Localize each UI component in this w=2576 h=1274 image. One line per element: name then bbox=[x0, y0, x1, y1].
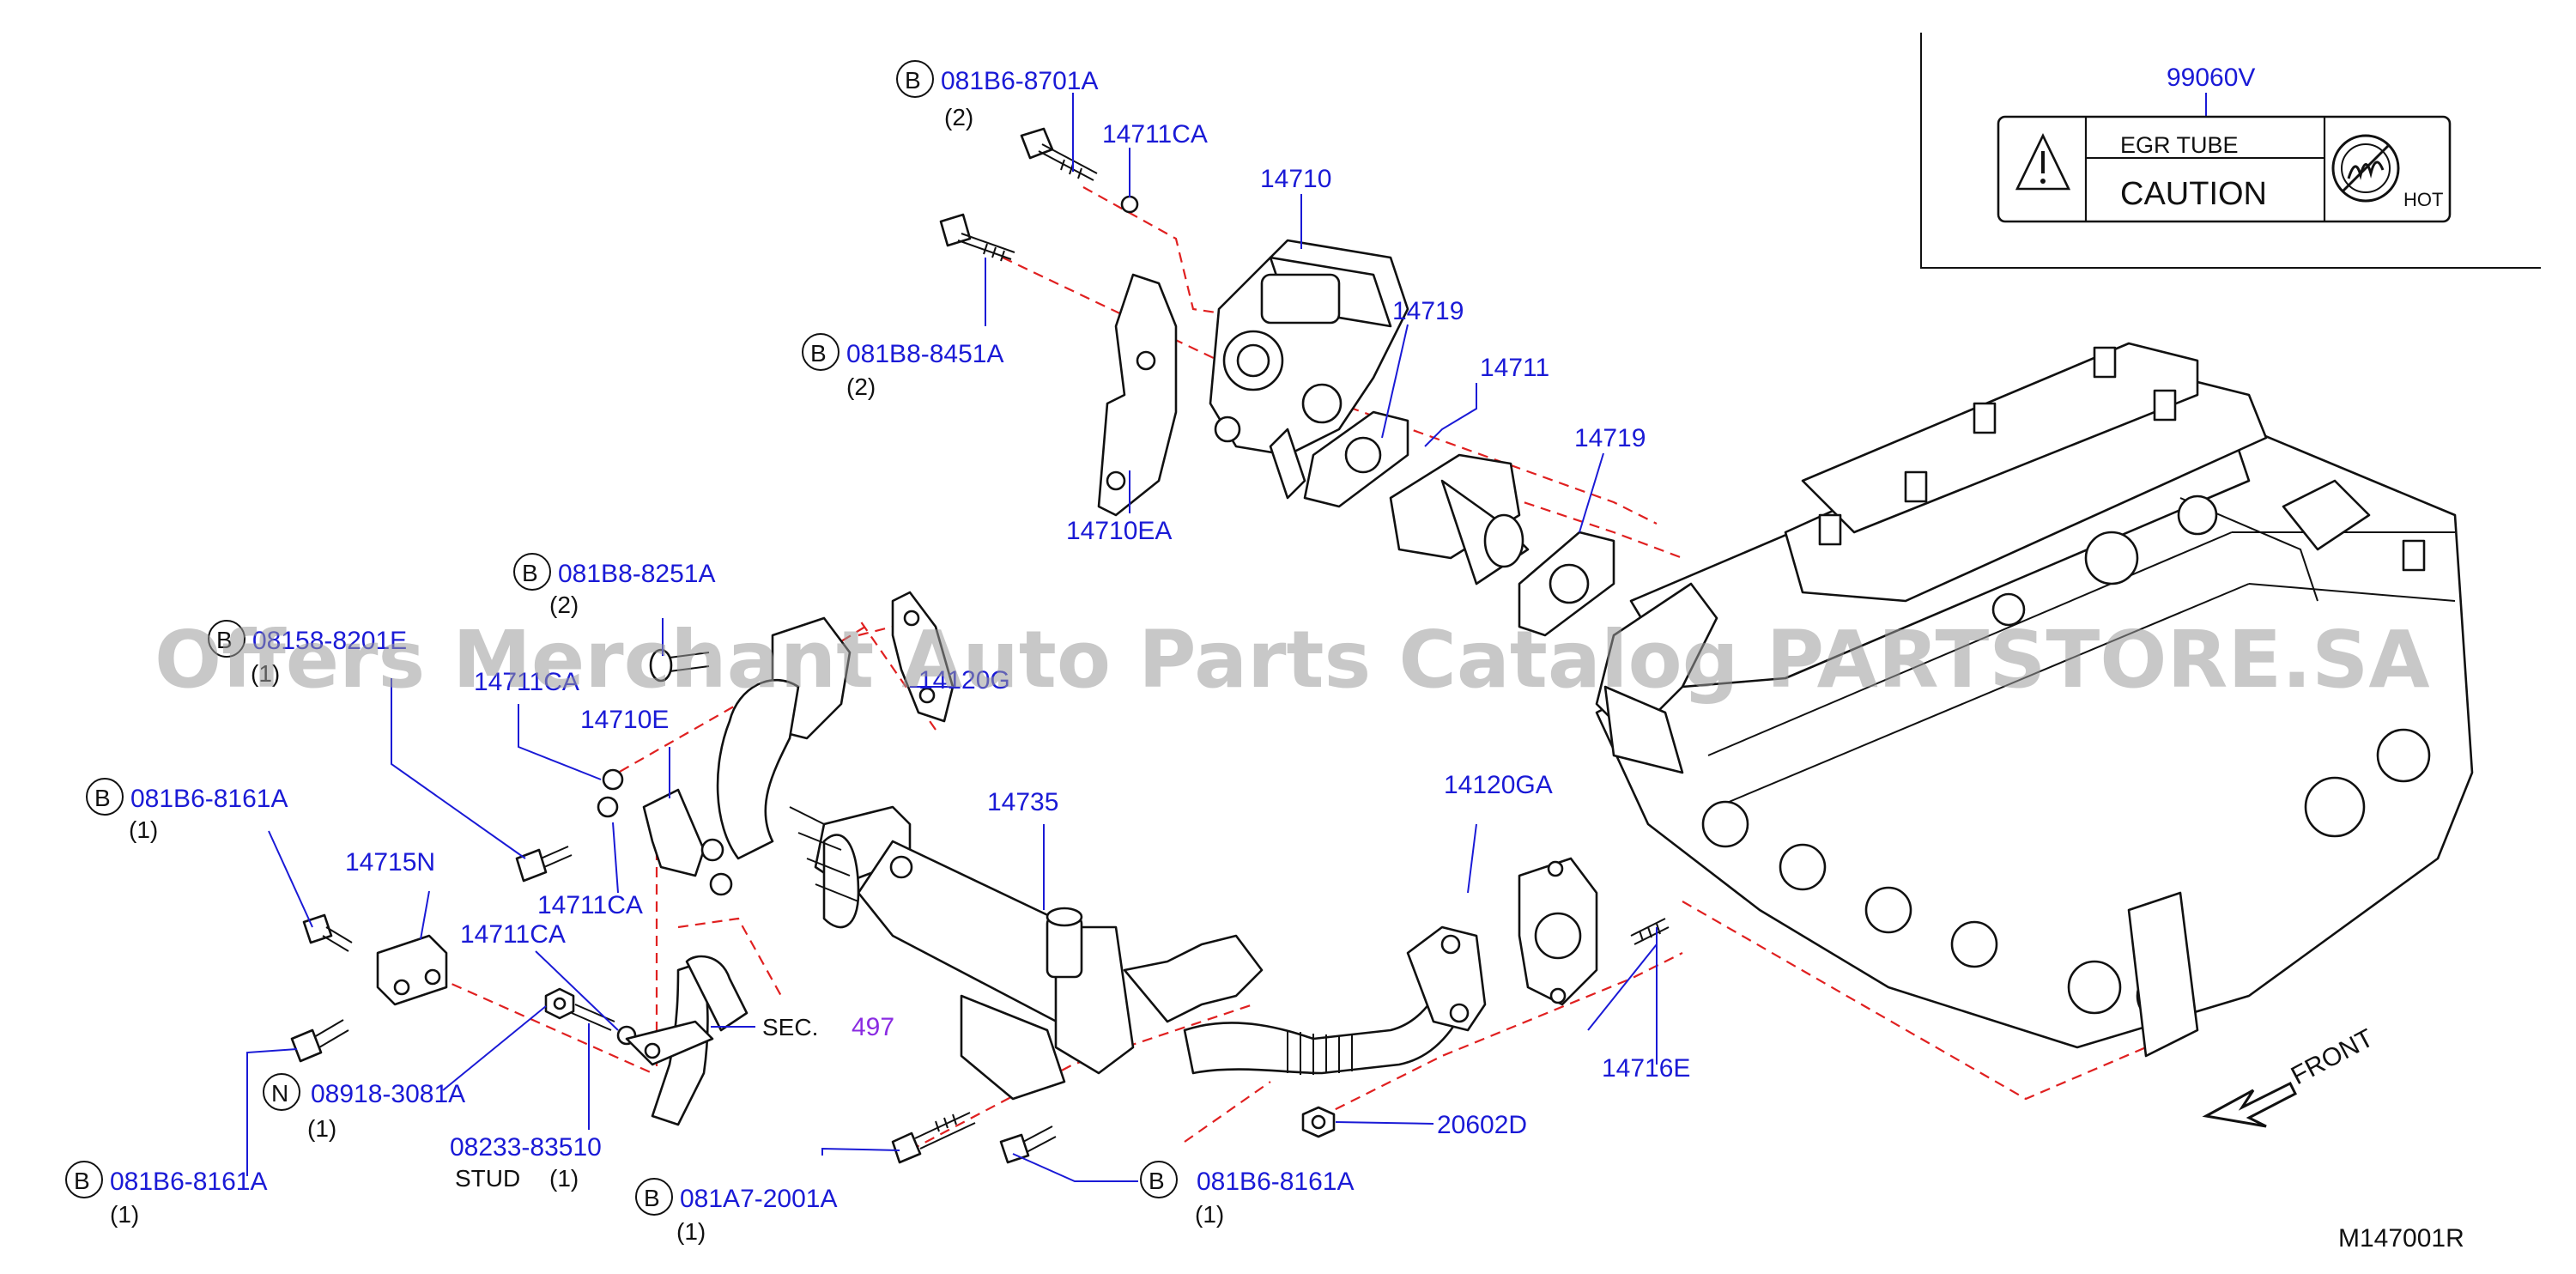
svg-text:497: 497 bbox=[852, 1013, 894, 1041]
bolt-081b8-8451a bbox=[939, 213, 1015, 262]
prefix-b: B bbox=[905, 67, 921, 94]
svg-text:B: B bbox=[1149, 1168, 1165, 1194]
label-line2: CAUTION bbox=[2120, 176, 2267, 212]
svg-text:B: B bbox=[522, 560, 538, 586]
svg-text:081B6-8161A: 081B6-8161A bbox=[130, 785, 288, 813]
part-14719-a[interactable]: 14719 bbox=[1392, 297, 1464, 325]
bolt-081a7-2001a bbox=[891, 1112, 976, 1164]
svg-text:08918-3081A: 08918-3081A bbox=[311, 1080, 465, 1108]
part-14711ca-top[interactable]: 14711CA bbox=[1102, 120, 1208, 149]
svg-text:(2): (2) bbox=[549, 592, 579, 618]
stud-08233-83510 bbox=[571, 1004, 615, 1031]
watermark: Offers Merchant Auto Parts Catalog PARTS… bbox=[155, 614, 2430, 706]
diagram-code: M147001R bbox=[2338, 1224, 2464, 1253]
svg-text:081B6-8161A: 081B6-8161A bbox=[1197, 1168, 1355, 1196]
svg-text:B: B bbox=[810, 340, 827, 367]
svg-text:081B6-8161A: 081B6-8161A bbox=[110, 1168, 268, 1196]
svg-text:(1): (1) bbox=[307, 1115, 336, 1142]
washer-14711ca-top bbox=[1120, 195, 1139, 214]
svg-text:08233-83510: 08233-83510 bbox=[450, 1133, 602, 1162]
svg-text:(1): (1) bbox=[129, 816, 158, 843]
label-line1: EGR TUBE bbox=[2120, 132, 2239, 158]
bolt-081b6-8161a-bottom-left bbox=[290, 1019, 349, 1063]
callout-081a7-2001a[interactable]: B 081A7-2001A (1) bbox=[635, 1178, 838, 1245]
svg-text:(1): (1) bbox=[1195, 1201, 1224, 1228]
caution-label-inset: 99060V EGR TUBE CAUTION HOT bbox=[1920, 33, 2541, 269]
callout-081b6-8161a-b[interactable]: B 081B6-8161A (1) bbox=[65, 1161, 268, 1228]
svg-text:(1): (1) bbox=[676, 1218, 706, 1245]
callout-081b8-8251a[interactable]: B 081B8-8251A (2) bbox=[513, 553, 716, 618]
svg-text:081A7-2001A: 081A7-2001A bbox=[680, 1185, 838, 1213]
svg-text:(1): (1) bbox=[549, 1165, 579, 1192]
bolt-081b8-8251a bbox=[649, 648, 710, 682]
svg-text:(2): (2) bbox=[846, 373, 876, 400]
washer-14711ca-mid-b bbox=[597, 796, 619, 818]
callout-081b6-8161a-c[interactable]: B 081B6-8161A (1) bbox=[1140, 1161, 1355, 1228]
part-14710ea[interactable]: 14710EA bbox=[1066, 517, 1172, 545]
part-14120g[interactable]: 14120G bbox=[918, 666, 1010, 695]
callout-08918-3081a[interactable]: N 08918-3081A (1) bbox=[263, 1073, 465, 1142]
front-arrow-icon bbox=[2202, 1081, 2298, 1128]
svg-text:081B8-8251A: 081B8-8251A bbox=[558, 560, 716, 588]
callout-08158-8201e[interactable]: B 08158-8201E (1) bbox=[208, 620, 407, 687]
svg-text:B: B bbox=[74, 1168, 90, 1194]
svg-text:B: B bbox=[216, 627, 233, 653]
bolt-081b6-8161a-top-left bbox=[302, 913, 353, 952]
part-14711ca-low-b[interactable]: 14711CA bbox=[460, 920, 566, 949]
callout-081b6-8701a[interactable]: B 081B6-8701A (2) bbox=[896, 60, 1099, 130]
part-14120ga[interactable]: 14120GA bbox=[1444, 771, 1553, 799]
svg-text:(1): (1) bbox=[110, 1201, 139, 1228]
caution-label bbox=[1997, 115, 2452, 223]
callout-081b6-8161a-a[interactable]: B 081B6-8161A (1) bbox=[86, 778, 288, 843]
cylinder-head bbox=[1595, 342, 2474, 1058]
svg-text:081B8-8451A: 081B8-8451A bbox=[846, 340, 1004, 368]
svg-text:STUD: STUD bbox=[455, 1165, 520, 1192]
part-14715n[interactable]: 14715N bbox=[345, 848, 435, 877]
svg-text:N: N bbox=[271, 1080, 288, 1107]
part-14710e[interactable]: 14710E bbox=[580, 706, 669, 734]
bracket-14710e bbox=[642, 788, 706, 877]
callout-081b8-8451a[interactable]: B 081B8-8451A (2) bbox=[802, 333, 1004, 400]
svg-text:SEC.: SEC. bbox=[762, 1014, 818, 1040]
part-14711[interactable]: 14711 bbox=[1480, 354, 1549, 382]
egr-valve bbox=[1209, 239, 1409, 500]
bolt-081b6-8701a bbox=[1020, 127, 1098, 181]
callout-08233-83510[interactable]: 08233-83510 STUD (1) bbox=[450, 1133, 602, 1192]
bracket-14710ea bbox=[1097, 273, 1178, 517]
part-14711ca-low-a[interactable]: 14711CA bbox=[537, 891, 643, 919]
nut-20602d bbox=[1301, 1106, 1336, 1138]
svg-text:08158-8201E: 08158-8201E bbox=[252, 627, 407, 655]
sec-497-hose bbox=[625, 955, 749, 1126]
leader-lines bbox=[246, 93, 1658, 1182]
svg-text:B: B bbox=[644, 1185, 660, 1211]
part-14711ca-mid[interactable]: 14711CA bbox=[474, 668, 579, 696]
warning-triangle-icon bbox=[2015, 133, 2071, 191]
pipe-14711 bbox=[1389, 453, 1530, 585]
part-99060V[interactable]: 99060V bbox=[2167, 64, 2255, 92]
svg-text:081B6-8701A: 081B6-8701A bbox=[941, 67, 1099, 95]
part-14716e[interactable]: 14716E bbox=[1602, 1054, 1690, 1083]
svg-text:(1): (1) bbox=[251, 660, 280, 687]
part-14735[interactable]: 14735 bbox=[987, 788, 1058, 816]
part-14719-b[interactable]: 14719 bbox=[1574, 424, 1646, 452]
stud-14716e bbox=[1630, 918, 1670, 945]
callout-sec-497[interactable]: SEC. 497 bbox=[762, 1013, 894, 1041]
washer-14711ca-mid-a bbox=[602, 768, 624, 791]
hot-surface-icon bbox=[2331, 134, 2400, 203]
svg-text:B: B bbox=[94, 785, 111, 811]
egr-tube-upper bbox=[700, 616, 852, 896]
nut-08918-3081a bbox=[544, 987, 575, 1020]
svg-text:(2): (2) bbox=[944, 104, 973, 130]
egr-cooler bbox=[789, 805, 1135, 1101]
part-14710[interactable]: 14710 bbox=[1260, 165, 1331, 193]
label-hot: HOT bbox=[2403, 189, 2443, 210]
bolt-081b6-8161a-right bbox=[999, 1125, 1057, 1164]
front-label: FRONT bbox=[2287, 1024, 2379, 1091]
part-20602d[interactable]: 20602D bbox=[1437, 1111, 1527, 1139]
egr-tube-lower bbox=[1123, 925, 1487, 1075]
bolt-08158-8201e bbox=[515, 846, 573, 883]
